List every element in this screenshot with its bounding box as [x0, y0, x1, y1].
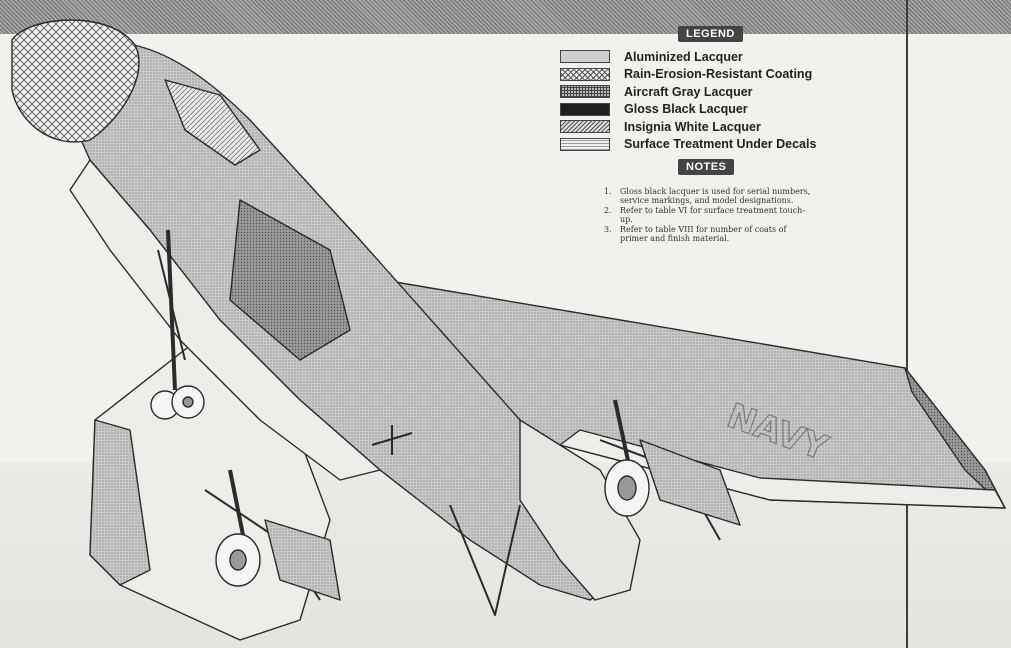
- left-gear-door: [264, 519, 341, 601]
- note-text: Refer to table VIII for number of coats …: [620, 225, 787, 243]
- legend-item-surface-treatment: Surface Treatment Under Decals: [560, 136, 860, 154]
- legend-list: Aluminized Lacquer Rain-Erosion-Resistan…: [560, 48, 860, 153]
- legend-item-aluminized: Aluminized Lacquer: [560, 48, 860, 66]
- legend-label: Aluminized Lacquer: [624, 49, 743, 64]
- note-item: 1. Gloss black lacquer is used for seria…: [604, 187, 816, 205]
- legend-label: Aircraft Gray Lacquer: [624, 84, 753, 99]
- left-wing-tip: [89, 419, 151, 586]
- diagonal-swatch-icon: [560, 120, 610, 134]
- fuselage-underside: [69, 159, 381, 481]
- note-number: 3.: [604, 225, 612, 234]
- legend-item-rain-erosion: Rain-Erosion-Resistant Coating: [560, 66, 860, 84]
- nose-radome: [11, 19, 140, 143]
- intake-panel: [229, 199, 351, 361]
- right-wing-flap: [559, 429, 1006, 509]
- note-text: Gloss black lacquer is used for serial n…: [620, 187, 811, 205]
- crosshatch-swatch-icon: [560, 67, 610, 81]
- right-gear-door: [639, 439, 741, 526]
- nose-gear-strut: [166, 229, 177, 391]
- legend-title: LEGEND: [678, 26, 743, 42]
- legend-panel: LEGEND Aluminized Lacquer Rain-Erosion-R…: [560, 22, 860, 244]
- legend-label: Surface Treatment Under Decals: [624, 137, 817, 152]
- note-item: 2. Refer to table VI for surface treatme…: [604, 206, 816, 224]
- arresting-hook: [449, 504, 521, 616]
- aluminized-swatch-icon: [560, 50, 610, 64]
- notes-title: NOTES: [678, 159, 735, 175]
- scan-top-band: [0, 0, 1011, 34]
- legend-label: Gloss Black Lacquer: [624, 102, 748, 117]
- fuselage-insignia-mark: [371, 425, 413, 455]
- fine-line-swatch-icon: [560, 137, 610, 151]
- right-main-gear-strut: [613, 399, 632, 471]
- legend-item-gloss-black: Gloss Black Lacquer: [560, 101, 860, 119]
- legend-label: Rain-Erosion-Resistant Coating: [624, 67, 813, 82]
- legend-item-aircraft-gray: Aircraft Gray Lacquer: [560, 83, 860, 101]
- note-number: 2.: [604, 206, 612, 215]
- grid-swatch-icon: [560, 85, 610, 99]
- note-text: Refer to table VI for surface treatment …: [620, 206, 806, 224]
- note-item: 3. Refer to table VIII for number of coa…: [604, 225, 816, 243]
- legend-item-insignia-white: Insignia White Lacquer: [560, 118, 860, 136]
- legend-label: Insignia White Lacquer: [624, 119, 761, 134]
- page-divider-line: [906, 0, 908, 648]
- canopy: [164, 79, 261, 166]
- notes-list: 1. Gloss black lacquer is used for seria…: [604, 187, 816, 243]
- left-main-gear-strut: [228, 469, 247, 546]
- note-number: 1.: [604, 187, 612, 196]
- black-swatch-icon: [560, 102, 610, 116]
